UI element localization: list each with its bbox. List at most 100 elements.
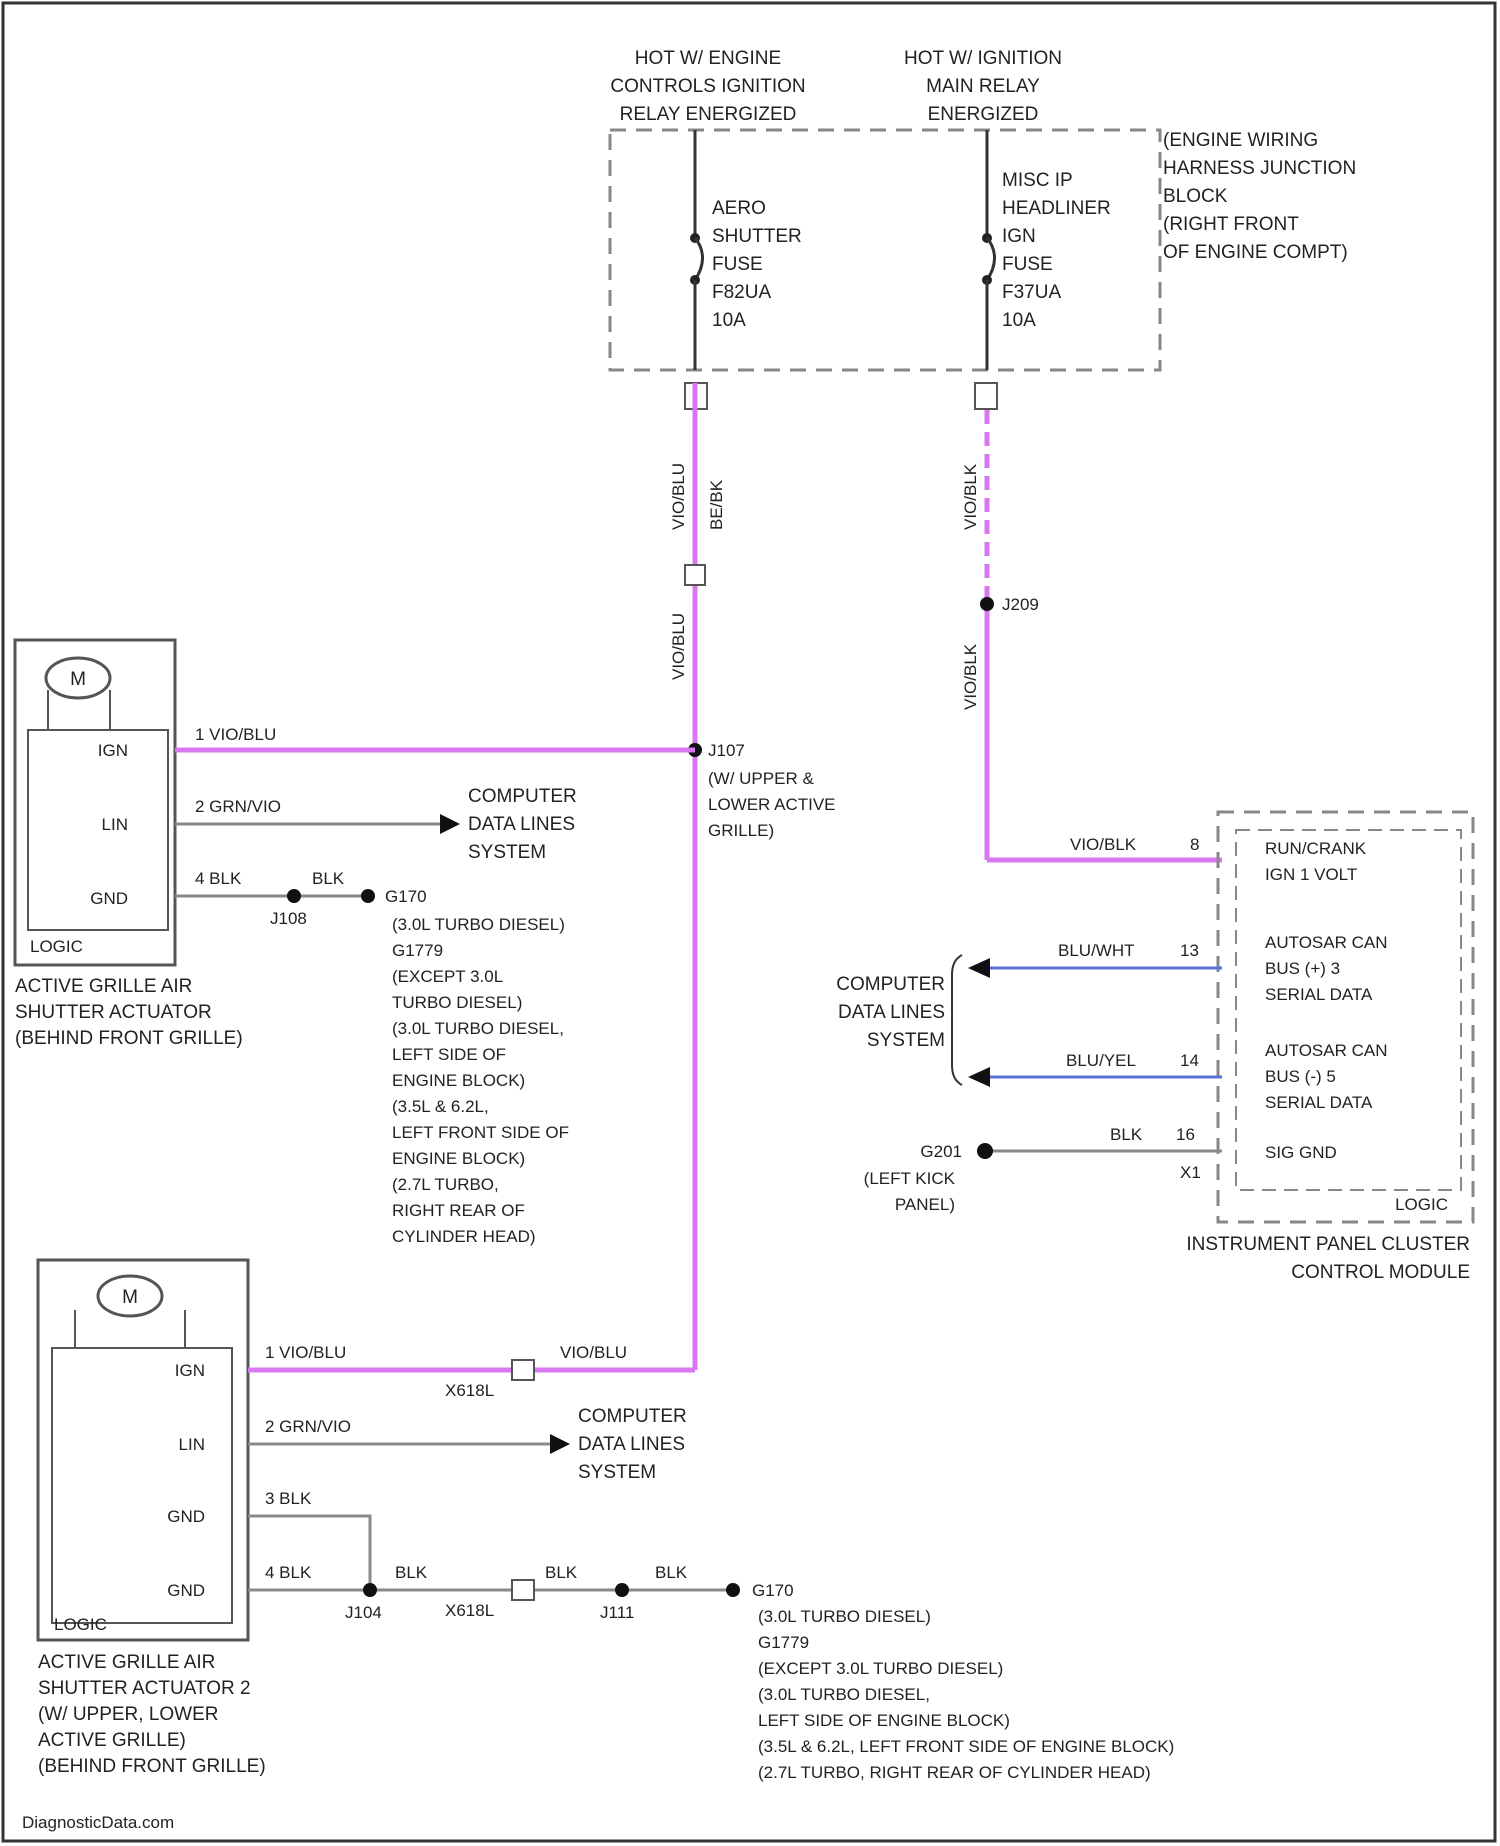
gn2-5: (3.5L & 6.2L, LEFT FRONT SIDE OF ENGINE … <box>758 1737 1174 1756</box>
actuator-2-pin-gnd-b: GND <box>167 1581 205 1600</box>
cd2-line-3: SYSTEM <box>867 1030 945 1051</box>
ground-notes-2: (3.0L TURBO DIESEL) G1779 (EXCEPT 3.0L T… <box>758 1607 1174 1782</box>
fuse-right-label: MISC IP HEADLINER IGN FUSE F37UA 10A <box>1002 170 1111 331</box>
fuse-left-label: AERO SHUTTER FUSE F82UA 10A <box>712 198 802 331</box>
gn1-9: ENGINE BLOCK) <box>392 1149 525 1168</box>
actuator-2-name-2: SHUTTER ACTUATOR 2 <box>38 1678 251 1699</box>
header-right-line-2: MAIN RELAY <box>926 76 1040 97</box>
cluster-pin-16-num: 16 <box>1176 1125 1195 1144</box>
ground-g170-label-2: G170 <box>752 1581 794 1600</box>
cd1-line-3: SYSTEM <box>468 842 546 863</box>
fuse-left-line-4: F82UA <box>712 282 771 303</box>
actuator-1-pin-gnd: GND <box>90 889 128 908</box>
fuse-right-line-2: HEADLINER <box>1002 198 1111 219</box>
cluster-wire-16-label: BLK <box>1110 1125 1143 1144</box>
fuse-right-line-6: 10A <box>1002 310 1036 331</box>
wire-left-top-label-a: VIO/BLU <box>669 463 688 530</box>
wire-act1-ign-label: 1 VIO/BLU <box>195 725 276 744</box>
actuator-2-pin-ign: IGN <box>175 1361 205 1380</box>
wire-left-top-label-b: BE/BK <box>707 479 726 530</box>
arrow-can-high <box>968 958 990 978</box>
actuator-2-pin-gnd-a: GND <box>167 1507 205 1526</box>
fuse-right-symbol <box>987 238 995 280</box>
fuse-left-line-2: SHUTTER <box>712 226 802 247</box>
cd1-line-1: COMPUTER <box>468 786 577 807</box>
splice-j111-dot <box>615 1583 629 1597</box>
computer-data-3: COMPUTER DATA LINES SYSTEM <box>578 1406 687 1483</box>
wire-act2-ign-label-b: VIO/BLU <box>560 1343 627 1362</box>
inline-connector-act2 <box>512 1360 534 1380</box>
j107-line-4: GRILLE) <box>708 821 774 840</box>
cluster-pin-14-l2: BUS (-) 5 <box>1265 1067 1336 1086</box>
actuator-2-name-3: (W/ UPPER, LOWER <box>38 1704 219 1725</box>
gn1-6: ENGINE BLOCK) <box>392 1071 525 1090</box>
gn1-10: (2.7L TURBO, <box>392 1175 499 1194</box>
wire-act1-gnd-label: 4 BLK <box>195 869 242 888</box>
actuator-2: M IGN LIN GND GND LOGIC ACTIVE GRILLE AI… <box>38 1260 266 1777</box>
header-engine-controls: HOT W/ ENGINE CONTROLS IGNITION RELAY EN… <box>610 48 805 125</box>
gn2-2: (EXCEPT 3.0L TURBO DIESEL) <box>758 1659 1003 1678</box>
header-right-line-3: ENERGIZED <box>928 104 1039 125</box>
cd1-line-2: DATA LINES <box>468 814 575 835</box>
wire-act1-lin-label: 2 GRN/VIO <box>195 797 281 816</box>
g201-line-2: (LEFT KICK <box>864 1169 956 1188</box>
jb-line-1: (ENGINE WIRING <box>1163 130 1318 151</box>
cluster-pin-13: AUTOSAR CAN BUS (+) 3 SERIAL DATA <box>1265 933 1388 1004</box>
actuator-2-name: ACTIVE GRILLE AIR SHUTTER ACTUATOR 2 (W/… <box>38 1652 266 1777</box>
cluster-name-2: CONTROL MODULE <box>1291 1262 1470 1283</box>
outer-frame <box>3 3 1495 1841</box>
ground-g170-label-1: G170 <box>385 887 427 906</box>
gn2-0: (3.0L TURBO DIESEL) <box>758 1607 931 1626</box>
cluster-wire-14-label: BLU/YEL <box>1066 1051 1136 1070</box>
connector-x618l-a: X618L <box>445 1381 494 1400</box>
splice-j209-label: J209 <box>1002 595 1039 614</box>
actuator-2-name-4: ACTIVE GRILLE) <box>38 1730 186 1751</box>
cluster-pin-8: RUN/CRANK IGN 1 VOLT <box>1265 839 1367 884</box>
fuse-right-line-4: FUSE <box>1002 254 1053 275</box>
g201-line-3: PANEL) <box>895 1195 955 1214</box>
splice-j107-label: J107 (W/ UPPER & LOWER ACTIVE GRILLE) <box>708 741 836 840</box>
cluster-inner-box <box>1236 830 1461 1190</box>
bracket-computer-data-2 <box>952 955 962 1085</box>
header-left-line-1: HOT W/ ENGINE <box>635 48 781 69</box>
gn1-2: (EXCEPT 3.0L <box>392 967 503 986</box>
wire-act2-lin-label: 2 GRN/VIO <box>265 1417 351 1436</box>
cluster-pin-8-l1: RUN/CRANK <box>1265 839 1367 858</box>
cluster-pin-14-num: 14 <box>1180 1051 1199 1070</box>
wire-act2-ign-label: 1 VIO/BLU <box>265 1343 346 1362</box>
jb-line-2: HARNESS JUNCTION <box>1163 158 1356 179</box>
cluster-logic: LOGIC <box>1395 1195 1448 1214</box>
wire-act2-gnd-b-label: 4 BLK <box>265 1563 312 1582</box>
cluster-pin-16-label: SIG GND <box>1265 1143 1337 1162</box>
ground-g170-dot-2 <box>726 1583 740 1597</box>
fuse-left-line-1: AERO <box>712 198 766 219</box>
gn1-4: (3.0L TURBO DIESEL, <box>392 1019 564 1038</box>
splice-j104-label: J104 <box>345 1603 382 1622</box>
gn1-7: (3.5L & 6.2L, <box>392 1097 489 1116</box>
j107-line-3: LOWER ACTIVE <box>708 795 836 814</box>
splice-j111-label: J111 <box>600 1603 634 1622</box>
cluster-pin-8-l2: IGN 1 VOLT <box>1265 865 1357 884</box>
computer-data-2: COMPUTER DATA LINES SYSTEM <box>836 974 945 1051</box>
cd3-line-3: SYSTEM <box>578 1462 656 1483</box>
actuator-1-name: ACTIVE GRILLE AIR SHUTTER ACTUATOR (BEHI… <box>15 976 243 1049</box>
actuator-2-inner-box <box>52 1348 232 1623</box>
cluster-wire-8-label: VIO/BLK <box>1070 835 1137 854</box>
gn2-6: (2.7L TURBO, RIGHT REAR OF CYLINDER HEAD… <box>758 1763 1151 1782</box>
cd2-line-1: COMPUTER <box>836 974 945 995</box>
ground-notes-1: (3.0L TURBO DIESEL) G1779 (EXCEPT 3.0L T… <box>392 915 569 1246</box>
ground-g201-dot <box>977 1143 993 1159</box>
actuator-1-outer-box <box>15 640 175 965</box>
cluster-pin-14-l3: SERIAL DATA <box>1265 1093 1373 1112</box>
inline-connector-left <box>685 565 705 585</box>
actuator-2-logic: LOGIC <box>54 1615 107 1634</box>
actuator-1-pin-lin: LIN <box>102 815 128 834</box>
ground-g201-label: G201 (LEFT KICK PANEL) <box>864 1142 962 1214</box>
fuse-right-line-1: MISC IP <box>1002 170 1073 191</box>
actuator-1-motor-letter: M <box>70 669 86 690</box>
cluster-name: INSTRUMENT PANEL CLUSTER CONTROL MODULE <box>1186 1234 1470 1283</box>
wire-act2-blk-a: BLK <box>395 1563 428 1582</box>
fuse-left-symbol <box>695 238 703 280</box>
